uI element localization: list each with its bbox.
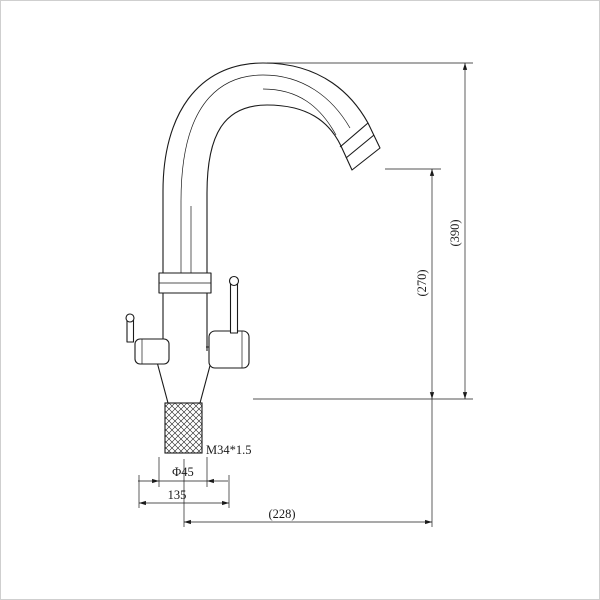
dimension-label-thread-spec: M34*1.5 — [206, 443, 252, 457]
left-handle-knob — [125, 313, 135, 323]
dimension-thread-spec: M34*1.5 — [206, 443, 252, 457]
dimension-spout-height: (270) — [415, 169, 435, 399]
faucet-body — [158, 272, 212, 351]
dimension-base-diameter: Φ45 — [138, 465, 228, 484]
right-handle-hub — [208, 330, 250, 369]
dimension-label-spout-height: (270) — [415, 269, 429, 296]
aerator-band-line — [345, 134, 375, 159]
faucet-spout — [162, 62, 381, 274]
left-handle-stem — [126, 319, 135, 343]
shank-thread — [164, 402, 203, 454]
mounting-shank — [164, 402, 203, 454]
right-handle-knob — [228, 275, 240, 287]
dimension-label-total-height: (390) — [448, 219, 462, 246]
dimension-base-span: 135 — [139, 488, 229, 506]
dimension-label-base-diameter: Φ45 — [172, 465, 194, 479]
left-handle — [125, 313, 170, 365]
dimension-spout-reach: (228) — [184, 507, 432, 525]
dimension-label-spout-reach: (228) — [268, 507, 295, 521]
dimension-total-height: (390) — [448, 63, 468, 399]
right-handle — [208, 275, 250, 369]
spout-band-line — [339, 122, 369, 148]
right-handle-stem — [229, 283, 239, 334]
left-handle-hub — [134, 338, 170, 365]
dimension-label-base-span: 135 — [168, 488, 187, 502]
